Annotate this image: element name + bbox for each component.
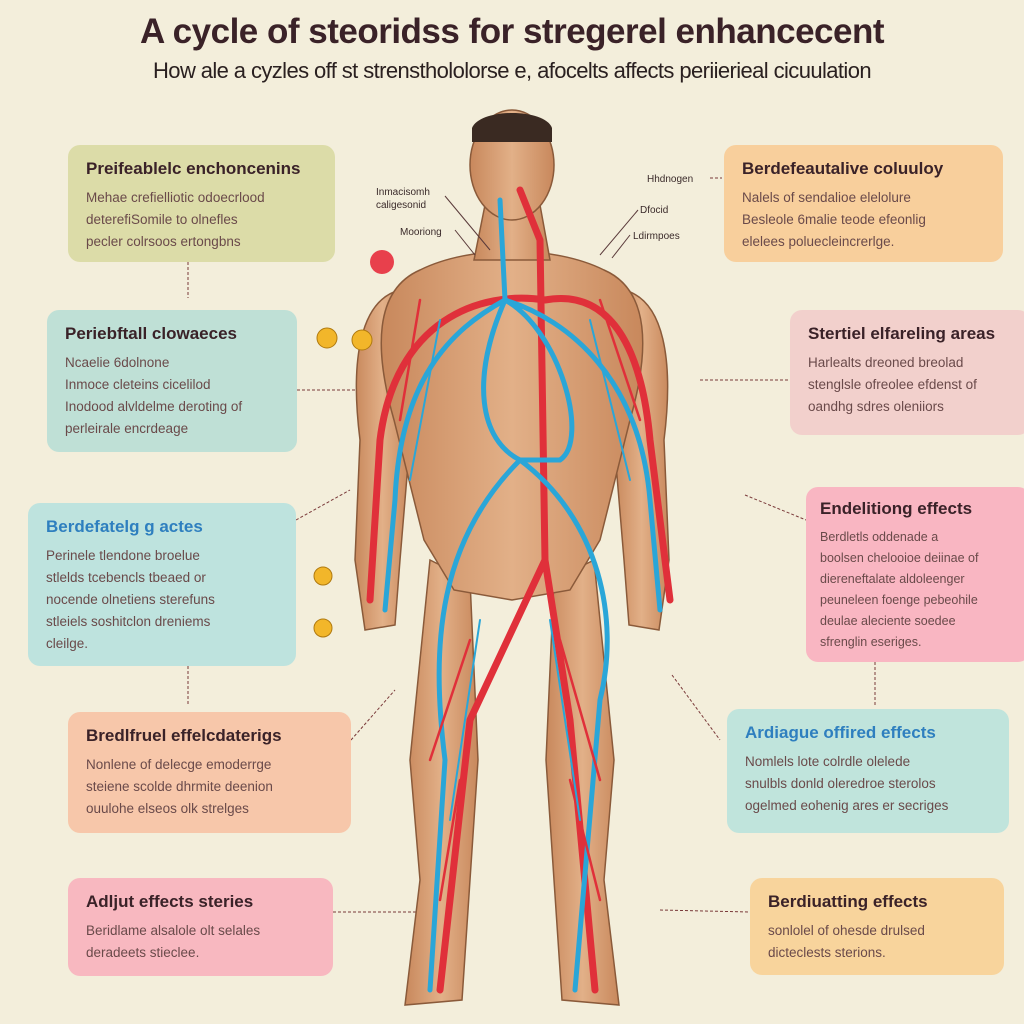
panel-text: deulae aleciente soedee <box>820 614 956 628</box>
info-panel: Periebftall clowaeces Ncaelie 6dolnone I… <box>47 310 297 452</box>
anatomy-label: Hhdnogen <box>647 174 694 185</box>
info-panel: Berdiuatting effects sonlolel of ohesde … <box>750 878 1004 975</box>
info-panel: Adljut effects steries Beridlame alsalol… <box>68 878 333 976</box>
panel-text: pecler colrsoos ertongbns <box>86 234 241 249</box>
panel-title: Ardiague offired effects <box>745 723 936 742</box>
panel-title: Berdefatelg g actes <box>46 517 203 536</box>
panel-title: Periebftall clowaeces <box>65 324 237 343</box>
info-panel: Berdefeautalive coluuloy Nalels of senda… <box>724 145 1003 262</box>
panel-title: Adljut effects steries <box>86 892 254 911</box>
panel-text: sfrenglin eseriges. <box>820 635 922 649</box>
panel-title: Endelitiong effects <box>820 499 973 518</box>
info-panel: Ardiague offired effects Nomlels lote co… <box>727 709 1009 833</box>
panel-text: deterefiSomile to olnefles <box>86 212 238 227</box>
panel-text: sonlolel of ohesde drulsed <box>768 923 925 938</box>
panel-text: Nalels of sendalioe elelolure <box>742 190 911 205</box>
panel-title: Bredlfruel effelcdaterigs <box>86 726 282 745</box>
info-panel: Bredlfruel effelcdaterigs Nonlene of del… <box>68 712 351 833</box>
panel-text: dicteclests sterions. <box>768 945 886 960</box>
panel-text: Inodood alvldelme deroting of <box>65 399 243 414</box>
panel-title: Preifeablelc enchoncenins <box>86 159 301 178</box>
panel-text: Perinele tlendone broelue <box>46 548 200 563</box>
marker-icon <box>313 566 333 586</box>
body-silhouette <box>354 109 670 1006</box>
panel-text: oandhg sdres oleniiors <box>808 399 944 414</box>
panel-text: Besleole 6malie teode efeonlig <box>742 212 926 227</box>
panel-text: Inmoce cleteins cicelilod <box>65 377 211 392</box>
panel-text: Harlealts dreoned breolad <box>808 355 964 370</box>
page-subtitle: How ale a cyzles off st strensthololorse… <box>153 58 872 83</box>
panel-text: stenglsle ofreolee efdenst of <box>808 377 977 392</box>
panel-text: deradeets stieclee. <box>86 945 200 960</box>
marker-icon <box>370 250 394 274</box>
anatomy-label: Mooriong <box>400 227 442 238</box>
marker-icon <box>351 329 373 351</box>
vessel-network <box>366 186 674 994</box>
anatomy-label: Ldirmpoes <box>633 231 680 242</box>
panel-text: nocende olnetiens sterefuns <box>46 592 215 607</box>
panel-title: Stertiel elfareling areas <box>808 324 996 343</box>
panel-text: Beridlame alsalole olt selales <box>86 923 261 938</box>
panel-text: boolsen chelooioe deiinae of <box>820 551 979 565</box>
connector-lines <box>187 177 876 913</box>
panel-text: steiene scolde dhrmite deenion <box>86 779 273 794</box>
info-panel: Stertiel elfareling areas Harlealts dreo… <box>790 310 1024 435</box>
info-panel: Preifeablelc enchoncenins Mehae crefiell… <box>68 145 335 262</box>
panel-text: stleiels soshitclon dreniems <box>46 614 211 629</box>
anatomy-label: Dfocid <box>640 205 669 216</box>
anatomy-label: Inmacisomh caligesonid <box>376 187 430 211</box>
panel-text: perleirale encrdeage <box>65 421 189 436</box>
panel-text: ouulohe elseos olk strelges <box>86 801 249 816</box>
page-title: A cycle of steoridss for stregerel enhan… <box>139 12 885 51</box>
panel-text: cleilge. <box>46 636 89 651</box>
panel-text: diereneftalate aldoleenger <box>820 572 965 586</box>
panel-text: Nonlene of delecge emoderrge <box>86 757 272 772</box>
info-panel: Endelitiong effects Berdletls oddenade a… <box>806 487 1024 662</box>
panel-text: Nomlels lote colrdle olelede <box>745 754 911 769</box>
panel-text: Berdletls oddenade a <box>820 530 939 544</box>
panel-text: stlelds tcebencls tbeaed or <box>46 570 206 585</box>
info-panel: Berdefatelg g actes Perinele tlendone br… <box>28 503 296 666</box>
panel-title: Berdefeautalive coluuloy <box>742 159 944 178</box>
panel-text: Mehae crefielliotic odoecrlood <box>86 190 265 205</box>
panel-title: Berdiuatting effects <box>768 892 928 911</box>
marker-icon <box>316 327 338 349</box>
panel-text: peuneleen foenge pebeohile <box>820 593 978 607</box>
panel-text: snulbls donld oleredroe sterolos <box>745 776 936 791</box>
marker-icon <box>313 618 333 638</box>
panel-text: ogelmed eohenig ares er secriges <box>745 798 949 813</box>
panel-text: elelees poluecleincrerlge. <box>742 234 895 249</box>
panel-text: Ncaelie 6dolnone <box>65 355 170 370</box>
